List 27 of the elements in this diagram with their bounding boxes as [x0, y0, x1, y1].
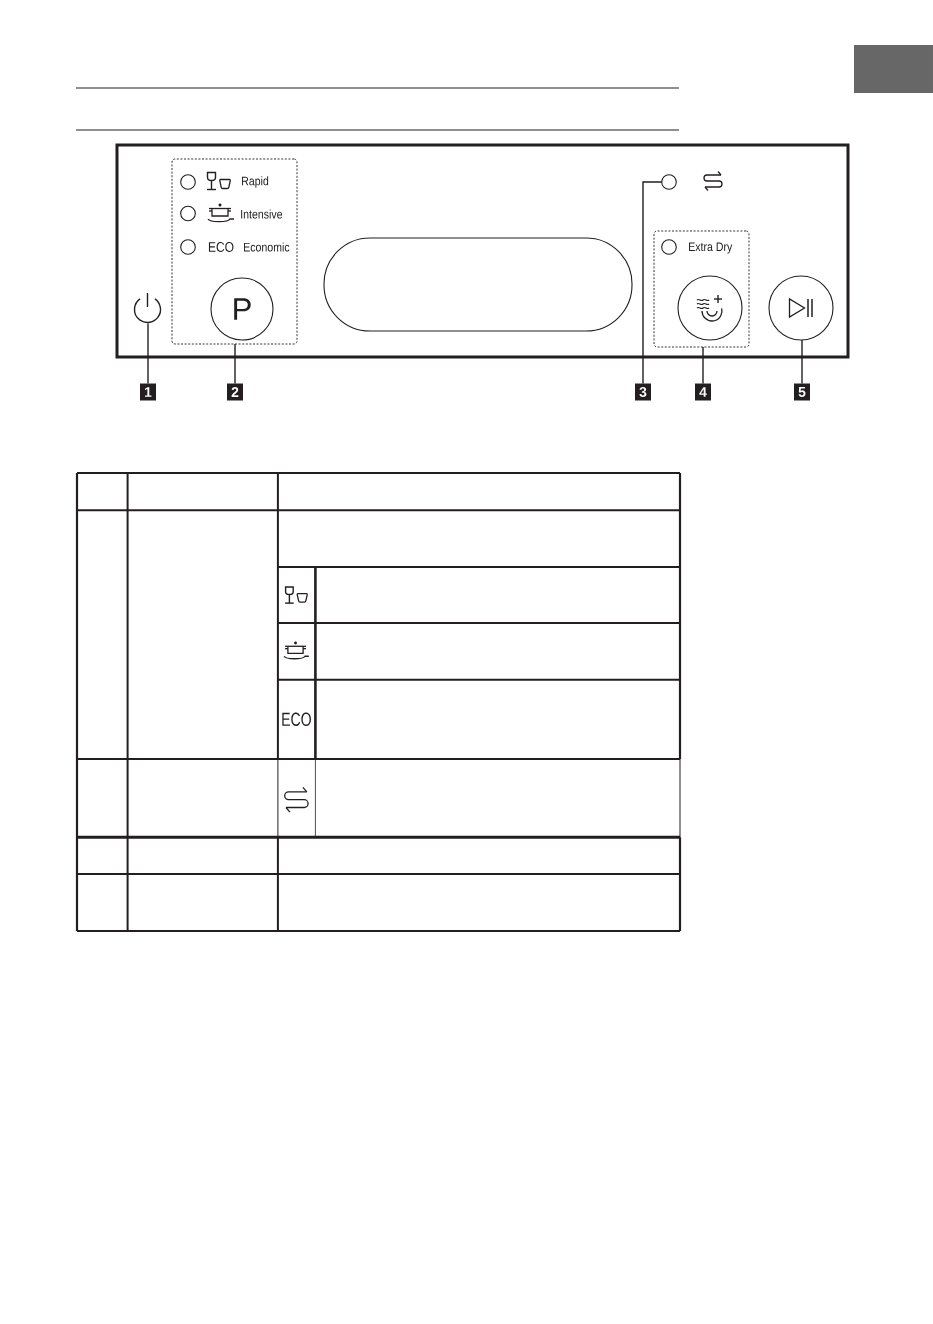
callout-number: 1: [140, 383, 156, 401]
program-label: Extra Dry: [689, 242, 733, 254]
leader-line: [234, 343, 236, 385]
indicator-light: [180, 174, 196, 190]
callout-number: 3: [635, 383, 651, 401]
leader-line: [801, 339, 803, 385]
indicator-light: [180, 239, 196, 255]
control-panel: [115, 143, 850, 359]
indicator-light: [661, 174, 677, 190]
indicator-light: [661, 239, 677, 255]
program-button: P: [210, 277, 274, 341]
leader-line: [702, 346, 704, 385]
program-symbol: ECO: [208, 242, 234, 252]
display-window: [323, 237, 633, 332]
leader-line: [147, 322, 149, 385]
start-pause-button: [768, 275, 834, 341]
program-label: Economic: [244, 242, 290, 252]
callout-number: 2: [227, 383, 243, 401]
indicator-light: [180, 205, 196, 222]
cell-text: ECO: [282, 712, 311, 727]
callout-number: 4: [695, 383, 711, 401]
program-label: Intensive: [241, 209, 283, 219]
power-icon: [133, 292, 162, 324]
callout-number: 5: [794, 383, 810, 401]
program-label: Rapid: [242, 176, 269, 188]
leader-line: [642, 181, 663, 385]
extra-dry-button: [677, 275, 743, 341]
